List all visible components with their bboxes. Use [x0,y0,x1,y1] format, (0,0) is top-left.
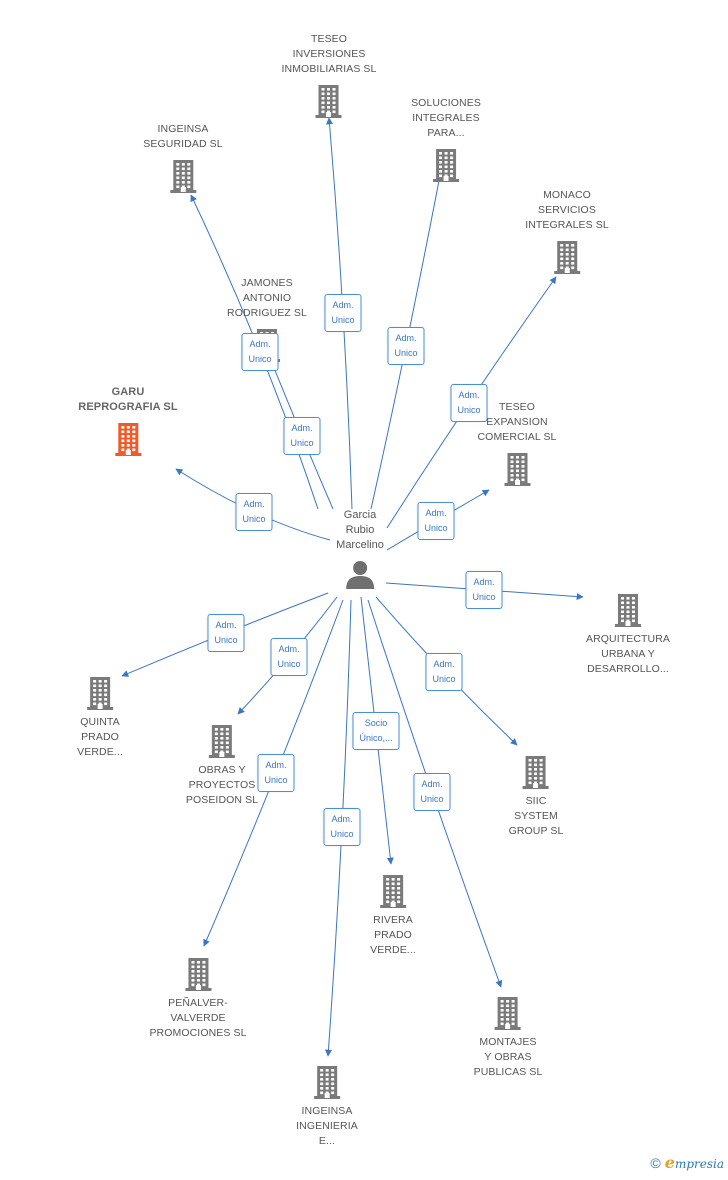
footer-brand[interactable]: © empresia [650,1153,724,1172]
company-name: RIVERA PRADO VERDE... [370,914,416,956]
company-name: TESEO EXPANSION COMERCIAL SL [477,401,557,443]
company-name: INGEINSA SEGURIDAD SL [143,123,223,150]
role-badge-montajes[interactable]: Adm. Unico [413,773,451,811]
company-node-montajes[interactable]: MONTAJES Y OBRAS PUBLICAS SL [474,995,543,1080]
company-node-ingeinsa-seg[interactable]: INGEINSA SEGURIDAD SL [143,122,223,194]
company-node-penalver[interactable]: PEÑALVER- VALVERDE PROMOCIONES SL [149,956,246,1041]
role-badge-siic[interactable]: Adm. Unico [425,653,463,691]
company-node-quinta[interactable]: QUINTA PRADO VERDE... [77,675,123,760]
building-icon [208,725,235,758]
person-icon [346,561,374,589]
company-name: SOLUCIONES INTEGRALES PARA... [411,97,481,139]
role-badge-jamones[interactable]: Adm. Unico [283,417,321,455]
brand-initial: e [664,1153,675,1172]
company-node-obras[interactable]: OBRAS Y PROYECTOS POSEIDON SL [186,723,258,808]
company-name: TESEO INVERSIONES INMOBILIARIAS SL [281,33,377,75]
role-badge-teseo-exp[interactable]: Adm. Unico [417,502,455,540]
building-icon [114,423,141,456]
brand-rest: mpresia [674,1157,724,1171]
company-name: OBRAS Y PROYECTOS POSEIDON SL [185,764,259,806]
building-icon [494,997,521,1030]
company-node-siic[interactable]: SIIC SYSTEM GROUP SL [509,754,564,839]
company-name: JAMONES ANTONIO RODRIGUEZ SL [227,277,307,319]
role-badge-teseo-inv[interactable]: Adm. Unico [324,294,362,332]
building-icon [379,875,406,908]
building-icon [169,160,196,193]
role-badge-rivera[interactable]: Socio Único,... [352,712,400,750]
company-node-teseo-exp[interactable]: TESEO EXPANSION COMERCIAL SL [478,400,557,487]
role-badge-soluciones[interactable]: Adm. Unico [387,327,425,365]
building-icon [314,1066,340,1099]
building-icon [553,241,580,274]
role-badge-monaco[interactable]: Adm. Unico [450,384,488,422]
building-icon [432,149,459,182]
company-name: GARU REPROGRAFIA SL [78,386,178,413]
company-name: SIIC SYSTEM GROUP SL [508,795,564,837]
company-name: INGEINSA INGENIERIA E... [296,1105,358,1147]
building-icon [316,85,342,118]
company-name: MONACO SERVICIOS INTEGRALES SL [525,189,609,231]
building-icon [504,453,530,486]
company-node-arquitectura[interactable]: ARQUITECTURA URBANA Y DESARROLLO... [586,592,670,677]
company-node-teseo-inv[interactable]: TESEO INVERSIONES INMOBILIARIAS SL [282,32,377,119]
company-node-soluciones[interactable]: SOLUCIONES INTEGRALES PARA... [411,96,481,183]
role-badge-quinta[interactable]: Adm. Unico [207,614,245,652]
role-badge-penalver[interactable]: Adm. Unico [257,754,295,792]
company-node-ingeinsa-ing[interactable]: INGEINSA INGENIERIA E... [296,1064,358,1149]
company-node-garu[interactable]: GARU REPROGRAFIA SL [78,385,178,457]
company-name: MONTAJES Y OBRAS PUBLICAS SL [473,1036,543,1078]
building-icon [185,958,211,991]
building-icon [523,756,549,789]
role-badge-ingeinsa-ing[interactable]: Adm. Unico [323,808,361,846]
center-person-name: Garcia Rubio Marcelino [336,509,384,551]
center-person-node[interactable]: Garcia Rubio Marcelino [336,508,384,589]
role-badge-obras[interactable]: Adm. Unico [270,638,308,676]
brand-logo: empresia [665,1153,724,1172]
role-badge-garu[interactable]: Adm. Unico [235,493,273,531]
building-icon [614,594,641,627]
role-badge-ingeinsa-seg[interactable]: Adm. Unico [241,333,279,371]
building-icon [86,677,113,710]
role-badge-arquitectura[interactable]: Adm. Unico [465,571,503,609]
company-node-rivera[interactable]: RIVERA PRADO VERDE... [370,873,416,958]
company-name: PEÑALVER- VALVERDE PROMOCIONES SL [149,997,247,1039]
company-name: ARQUITECTURA URBANA Y DESARROLLO... [585,633,671,675]
copyright-symbol: © [650,1154,661,1171]
company-node-monaco[interactable]: MONACO SERVICIOS INTEGRALES SL [525,188,609,275]
company-name: QUINTA PRADO VERDE... [77,716,123,758]
